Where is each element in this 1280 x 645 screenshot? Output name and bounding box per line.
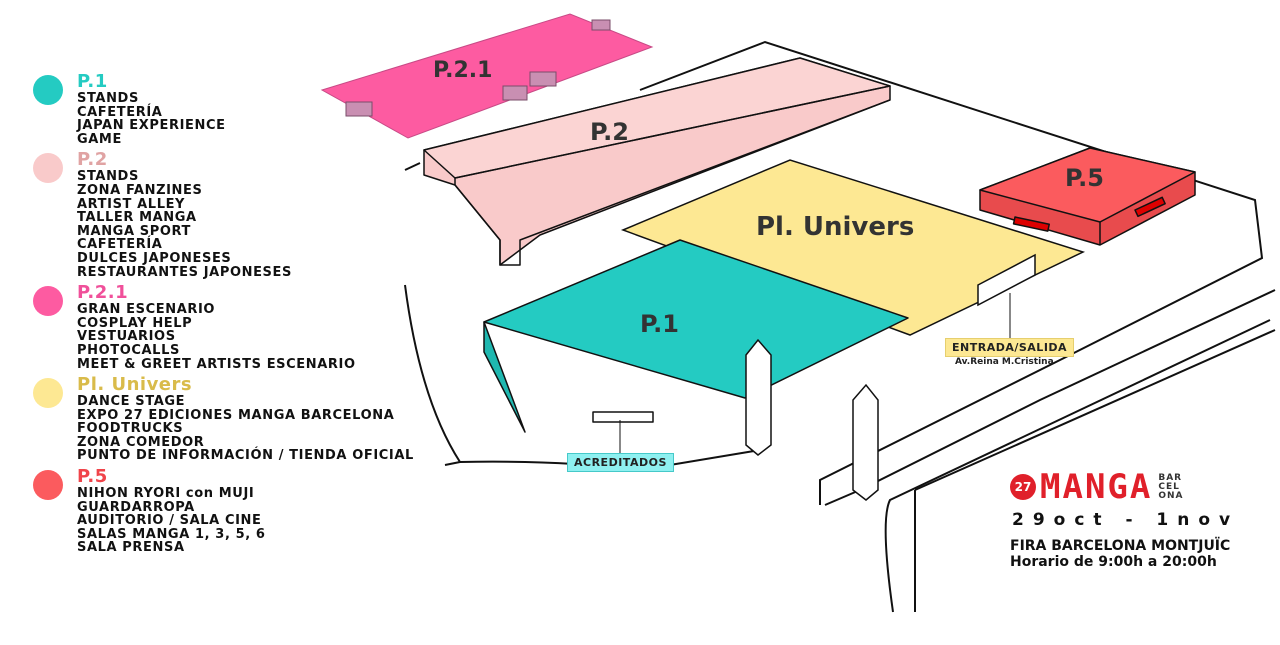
city-line: ONA xyxy=(1158,490,1184,501)
legend-item: PHOTOCALLS xyxy=(77,342,180,358)
label-p21: P.2.1 xyxy=(433,58,493,83)
building-p5 xyxy=(979,147,1196,246)
legend-item: GAME xyxy=(77,131,122,147)
logo-city: BAR CEL ONA xyxy=(1158,472,1184,501)
legend-item: JAPAN EXPERIENCE xyxy=(77,118,226,134)
legend-item: TALLER MANGA xyxy=(77,210,197,226)
legend-item: STANDS xyxy=(77,169,139,185)
color-dot-icon xyxy=(33,153,63,184)
entrance-tag: ENTRADA/SALIDA xyxy=(945,338,1075,357)
legend-item: RESTAURANTES JAPONESES xyxy=(77,264,292,280)
building-p2 xyxy=(423,57,891,266)
label-p1: P.1 xyxy=(640,310,679,338)
legend-heading: Pl. Univers xyxy=(77,374,193,396)
legend-heading: P.5 xyxy=(77,466,108,488)
building-p21 xyxy=(320,13,654,139)
legend-item: GRAN ESCENARIO xyxy=(77,302,216,318)
legend-item: CAFETERÍA xyxy=(77,237,163,253)
legend-item: MANGA SPORT xyxy=(77,223,191,239)
venue-name: FIRA BARCELONA MONTJUÏC xyxy=(1010,538,1231,554)
legend-item: CAFETERÍA xyxy=(77,104,163,120)
legend-item: ZONA COMEDOR xyxy=(77,434,205,450)
label-univers: Pl. Univers xyxy=(756,212,915,242)
legend-item: DANCE STAGE xyxy=(77,394,186,410)
legend-heading: P.2.1 xyxy=(77,282,129,304)
building-p1 xyxy=(483,239,909,433)
legend-item: COSPLAY HELP xyxy=(77,315,193,331)
event-dates: 29oct - 1nov xyxy=(1012,510,1240,530)
street-label: Av.Reina M.Cristina xyxy=(955,357,1054,367)
legend-item: GUARDARROPA xyxy=(77,499,195,515)
street-outlines xyxy=(404,40,1276,613)
legend-item: STANDS xyxy=(77,91,139,106)
manga-barcelona-logo: 27 MANGA BAR CEL ONA xyxy=(1010,470,1239,504)
label-p2: P.2 xyxy=(590,118,629,146)
legend-item: ZONA FANZINES xyxy=(77,182,203,198)
opening-hours: Horario de 9:00h a 20:00h xyxy=(1010,554,1217,570)
color-dot-icon xyxy=(33,378,63,409)
label-p5: P.5 xyxy=(1065,164,1104,192)
legend-item: FOODTRUCKS xyxy=(77,421,184,437)
color-dot-icon xyxy=(33,470,63,501)
legend-item: MEET & GREET ARTISTS ESCENARIO xyxy=(77,356,356,372)
color-dot-icon xyxy=(33,286,63,317)
legend-item: EXPO 27 EDICIONES MANGA BARCELONA xyxy=(77,407,395,423)
color-dot-icon xyxy=(33,75,63,105)
obelisks xyxy=(745,338,879,501)
brand-block: 27 MANGA BAR CEL ONA 29oct - 1nov FIRA B… xyxy=(1010,470,1239,570)
city-line: CEL xyxy=(1158,481,1180,492)
accredited-tag: ACREDITADOS xyxy=(567,453,674,472)
legend-heading: P.1 xyxy=(77,71,108,92)
logo-word: MANGA xyxy=(1040,467,1153,507)
legend-item: PUNTO DE INFORMACIÓN / TIENDA OFICIAL xyxy=(77,448,414,464)
legend-item: VESTUARIOS xyxy=(77,329,176,345)
legend-item: DULCES JAPONESES xyxy=(77,250,232,266)
legend-item: AUDITORIO / SALA CINE xyxy=(77,513,262,529)
legend-item: SALAS MANGA 1, 3, 5, 6 xyxy=(77,526,266,542)
legend-item: NIHON RYORI con MUJI xyxy=(77,486,255,502)
legend-item: SALA PRENSA xyxy=(77,540,185,556)
pointer-lines xyxy=(619,293,1011,453)
legend-heading: P.2 xyxy=(77,149,108,171)
edition-badge: 27 xyxy=(1010,474,1036,500)
legend-item: ARTIST ALLEY xyxy=(77,196,186,212)
city-line: BAR xyxy=(1158,472,1183,483)
